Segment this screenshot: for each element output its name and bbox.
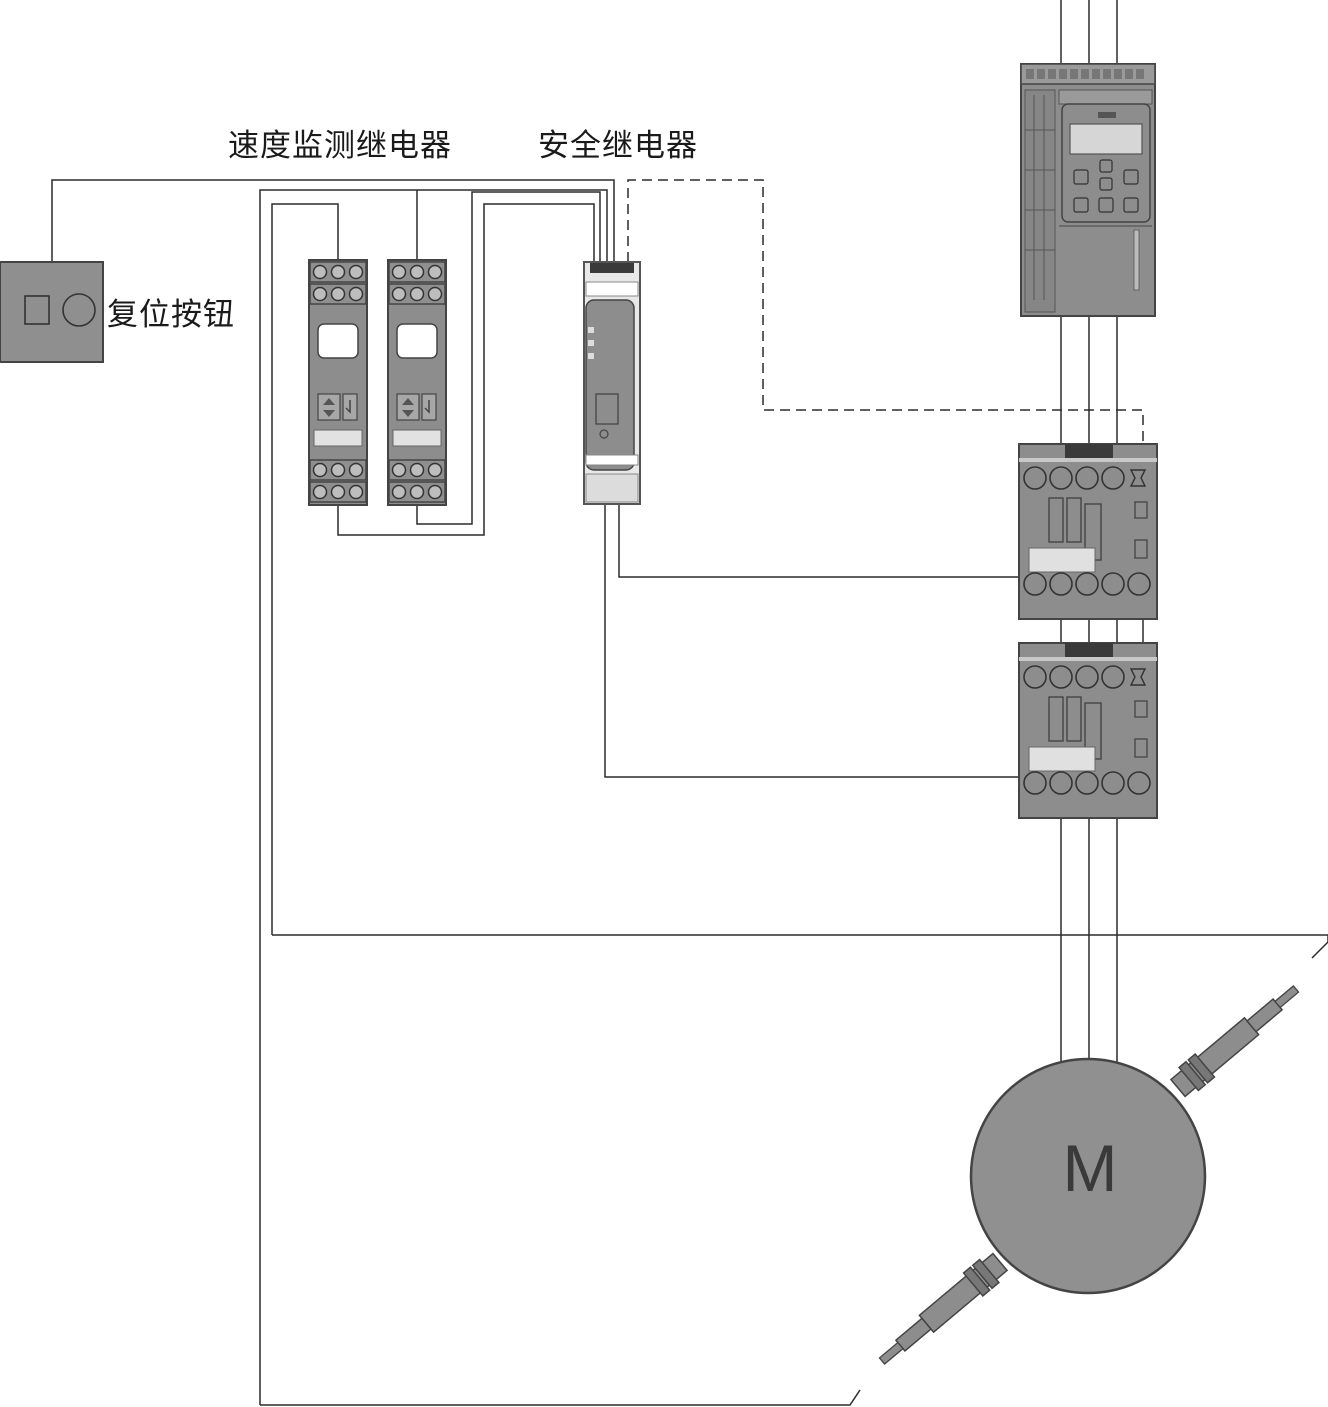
feedback-loop-dashed (627, 179, 1144, 446)
safety-relay-label: 安全继电器 (538, 128, 698, 164)
contactor-1 (1018, 443, 1158, 620)
speed-relay-2 (388, 260, 446, 505)
power-lines (1060, 0, 1144, 1064)
motor (969, 1057, 1207, 1295)
reset-button-label: 复位按钮 (107, 297, 235, 333)
proximity-sensor-upper (1167, 976, 1307, 1101)
control-wires (51, 179, 1328, 1406)
frequency-converter (1020, 63, 1156, 317)
motor-label: M (1062, 1131, 1118, 1205)
proximity-sensor-lower (871, 1249, 1011, 1374)
speed-relay-1 (309, 260, 367, 505)
safety-relay (583, 261, 641, 505)
contactor-2 (1018, 642, 1158, 819)
speed-relay-label: 速度监测继电器 (228, 128, 452, 164)
reset-pushbutton (0, 261, 104, 363)
